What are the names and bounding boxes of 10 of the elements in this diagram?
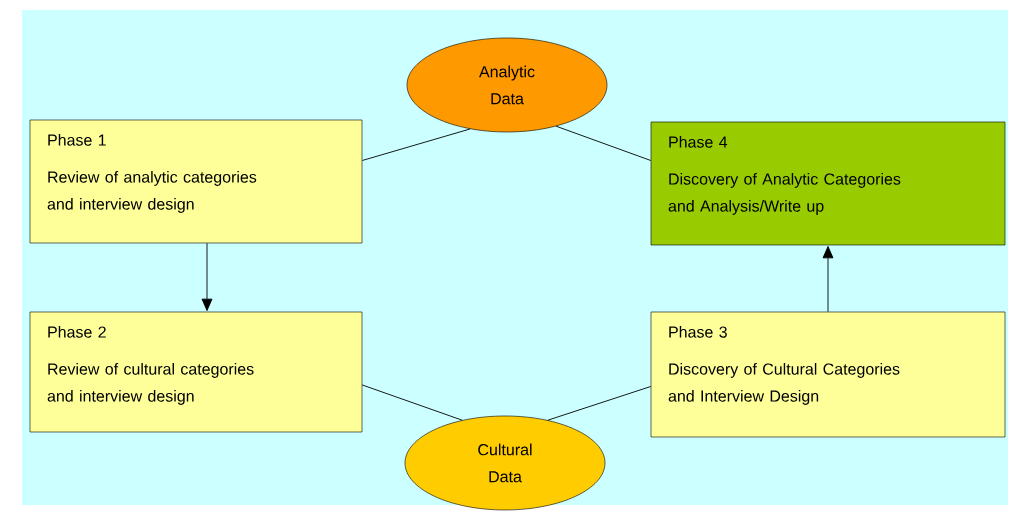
connector [555, 125, 652, 161]
connector [547, 386, 652, 421]
connector [361, 384, 463, 421]
connector [361, 128, 471, 161]
phase-box: Phase 4 Discovery of Analytic Categories and Analysis/Write up [650, 121, 1006, 246]
phase-box: Phase 2 Review of cultural categories and interview design [29, 311, 363, 433]
connector [822, 246, 834, 313]
connector [201, 242, 213, 311]
phase-box: Phase 1 Review of analytic categories and interview design [29, 119, 363, 244]
phase-box: Phase 3 Discovery of Cultural Categories and Interview Design [650, 311, 1006, 438]
